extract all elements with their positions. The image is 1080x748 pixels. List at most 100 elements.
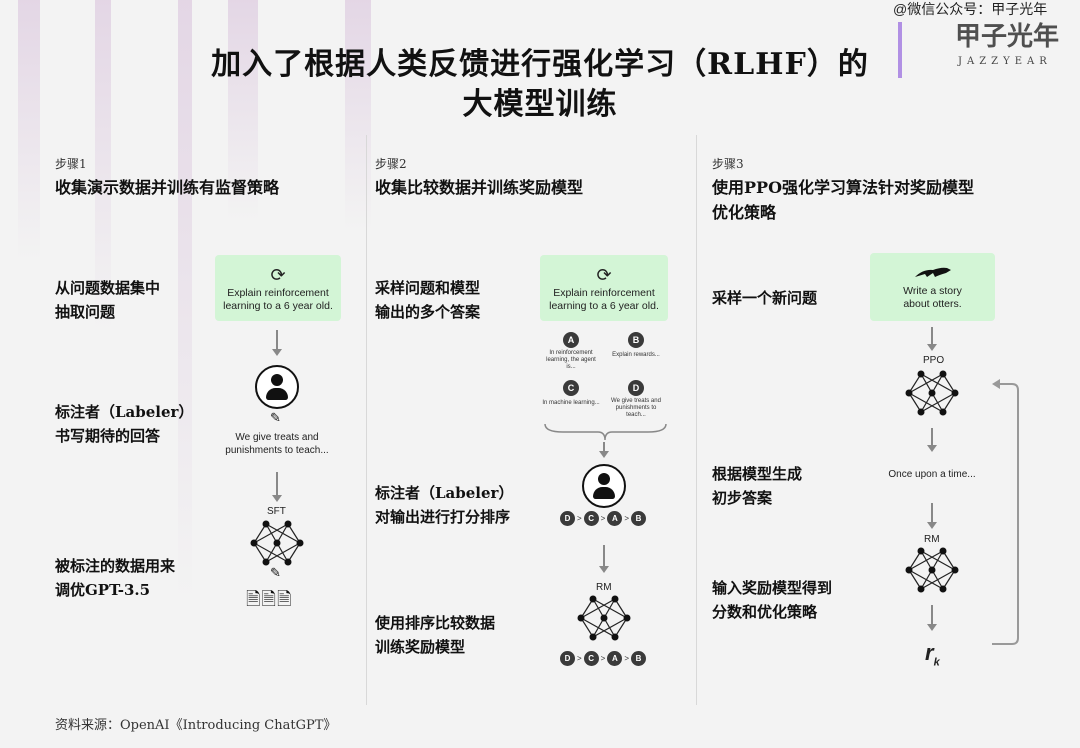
answer-c-badge: C: [563, 380, 579, 396]
step3-desc-2: 根据模型生成初步答案: [712, 465, 803, 507]
net-node: [284, 520, 292, 528]
net-edge: [253, 523, 289, 544]
net-node: [284, 558, 292, 566]
pencil-icon: ✎: [270, 566, 281, 581]
step3-desc-3: 输入奖励模型得到分数和优化策略: [712, 579, 833, 621]
net-node: [939, 585, 947, 593]
net-node: [939, 408, 947, 416]
step1-title: 收集演示数据并训练有监督策略: [55, 178, 280, 197]
answer-a-text: In reinforcement learning, the agent is.…: [546, 350, 596, 370]
net-edge: [920, 569, 956, 590]
net-edge: [580, 598, 616, 619]
source-footer: 资料来源：OpenAI《Introducing ChatGPT》: [55, 718, 337, 733]
net-node: [623, 614, 631, 622]
feedback-loop-arrow-icon: [992, 379, 1019, 645]
prompt-box: Write a story about otters.: [870, 253, 995, 321]
net-edge: [920, 392, 956, 413]
neural-net-icon: [905, 547, 959, 593]
net-edge: [276, 523, 289, 544]
net-node: [905, 566, 913, 574]
net-edge: [920, 569, 933, 590]
prompt-box: ⟳Explain reinforcement learning to a 6 y…: [540, 255, 668, 321]
step2-desc-1: 采样问题和模型输出的多个答案: [375, 279, 481, 321]
net-node: [928, 566, 936, 574]
ranking-row: D>C>A>B: [560, 511, 647, 526]
net-node: [917, 370, 925, 378]
net-node: [577, 614, 585, 622]
documents-icon: 🗎🗎🗎: [246, 589, 293, 610]
answer-b-text: Explain rewards...: [612, 352, 660, 358]
policy-label: PPO: [923, 355, 945, 366]
net-node: [262, 520, 270, 528]
net-node: [273, 539, 281, 547]
net-node: [917, 547, 925, 555]
neural-net-icon: [905, 370, 959, 416]
reward-symbol: rk: [925, 640, 940, 669]
brace-icon: [544, 423, 667, 441]
labeler-avatar-icon: [255, 365, 299, 409]
net-edge: [580, 617, 594, 638]
prompt-box: ⟳Explain reinforcement learning to a 6 y…: [215, 255, 341, 321]
net-node: [262, 558, 270, 566]
net-node: [951, 389, 959, 397]
net-edge: [908, 373, 922, 394]
step3-desc-1: 采样一个新问题: [712, 289, 818, 307]
step2-desc-3: 使用排序比较数据训练奖励模型: [375, 614, 496, 656]
net-node: [928, 389, 936, 397]
logo-mark-icon: [898, 22, 948, 78]
net-edge: [942, 569, 956, 590]
net-node: [905, 389, 913, 397]
neural-net-icon: [577, 595, 631, 641]
cycle-icon: ⟳: [596, 265, 612, 285]
answer-d-text: We give treats and punishments to teach.…: [611, 398, 661, 418]
net-edge: [942, 373, 956, 394]
model-label: RM: [596, 582, 612, 593]
net-edge: [908, 550, 944, 571]
answer-text: We give treats and punishments to teach.…: [225, 432, 329, 456]
net-edge: [265, 542, 301, 563]
net-node: [939, 547, 947, 555]
net-node: [917, 408, 925, 416]
net-node: [917, 585, 925, 593]
model-label: SFT: [267, 506, 286, 517]
watermark: @微信公众号：甲子光年: [893, 1, 1048, 17]
labeler-avatar-icon: [582, 464, 626, 508]
answer-b-badge: B: [628, 332, 644, 348]
step3-label: 步骤3: [712, 157, 744, 171]
step1-desc-1: 从问题数据集中抽取问题: [55, 279, 161, 321]
step3-title: 使用PPO强化学习算法针对奖励模型优化策略: [712, 178, 975, 222]
net-edge: [287, 523, 301, 544]
cycle-icon: ⟳: [270, 265, 286, 285]
divider: [696, 135, 697, 705]
net-edge: [908, 392, 922, 413]
ranking-row: D>C>A>B: [560, 651, 647, 666]
net-edge: [287, 542, 301, 563]
title-line1: 加入了根据人类反馈进行强化学习（RLHF）的: [211, 47, 869, 82]
net-edge: [265, 542, 278, 563]
step2-label: 步骤2: [375, 157, 407, 171]
answer-a-badge: A: [563, 332, 579, 348]
net-edge: [253, 523, 267, 544]
step2-desc-2: 标注者（Labeler）对输出进行打分排序: [375, 484, 514, 526]
step1-desc-2: 标注者（Labeler）书写期待的回答: [55, 403, 194, 445]
net-edge: [580, 598, 594, 619]
net-node: [611, 633, 619, 641]
title-line2: 大模型训练: [462, 87, 618, 122]
model-label: RM: [924, 534, 940, 545]
net-node: [250, 539, 258, 547]
net-edge: [920, 392, 933, 413]
net-edge: [942, 392, 956, 413]
net-node: [611, 595, 619, 603]
divider: [366, 135, 367, 705]
net-node: [589, 633, 597, 641]
net-edge: [614, 598, 628, 619]
net-node: [296, 539, 304, 547]
net-node: [939, 370, 947, 378]
logo-cn: 甲子光年: [955, 22, 1060, 52]
net-node: [589, 595, 597, 603]
step2-title: 收集比较数据并训练奖励模型: [375, 178, 584, 197]
net-node: [951, 566, 959, 574]
net-node: [600, 614, 608, 622]
net-edge: [253, 542, 267, 563]
logo-en: JAZZYEAR: [958, 56, 1052, 67]
